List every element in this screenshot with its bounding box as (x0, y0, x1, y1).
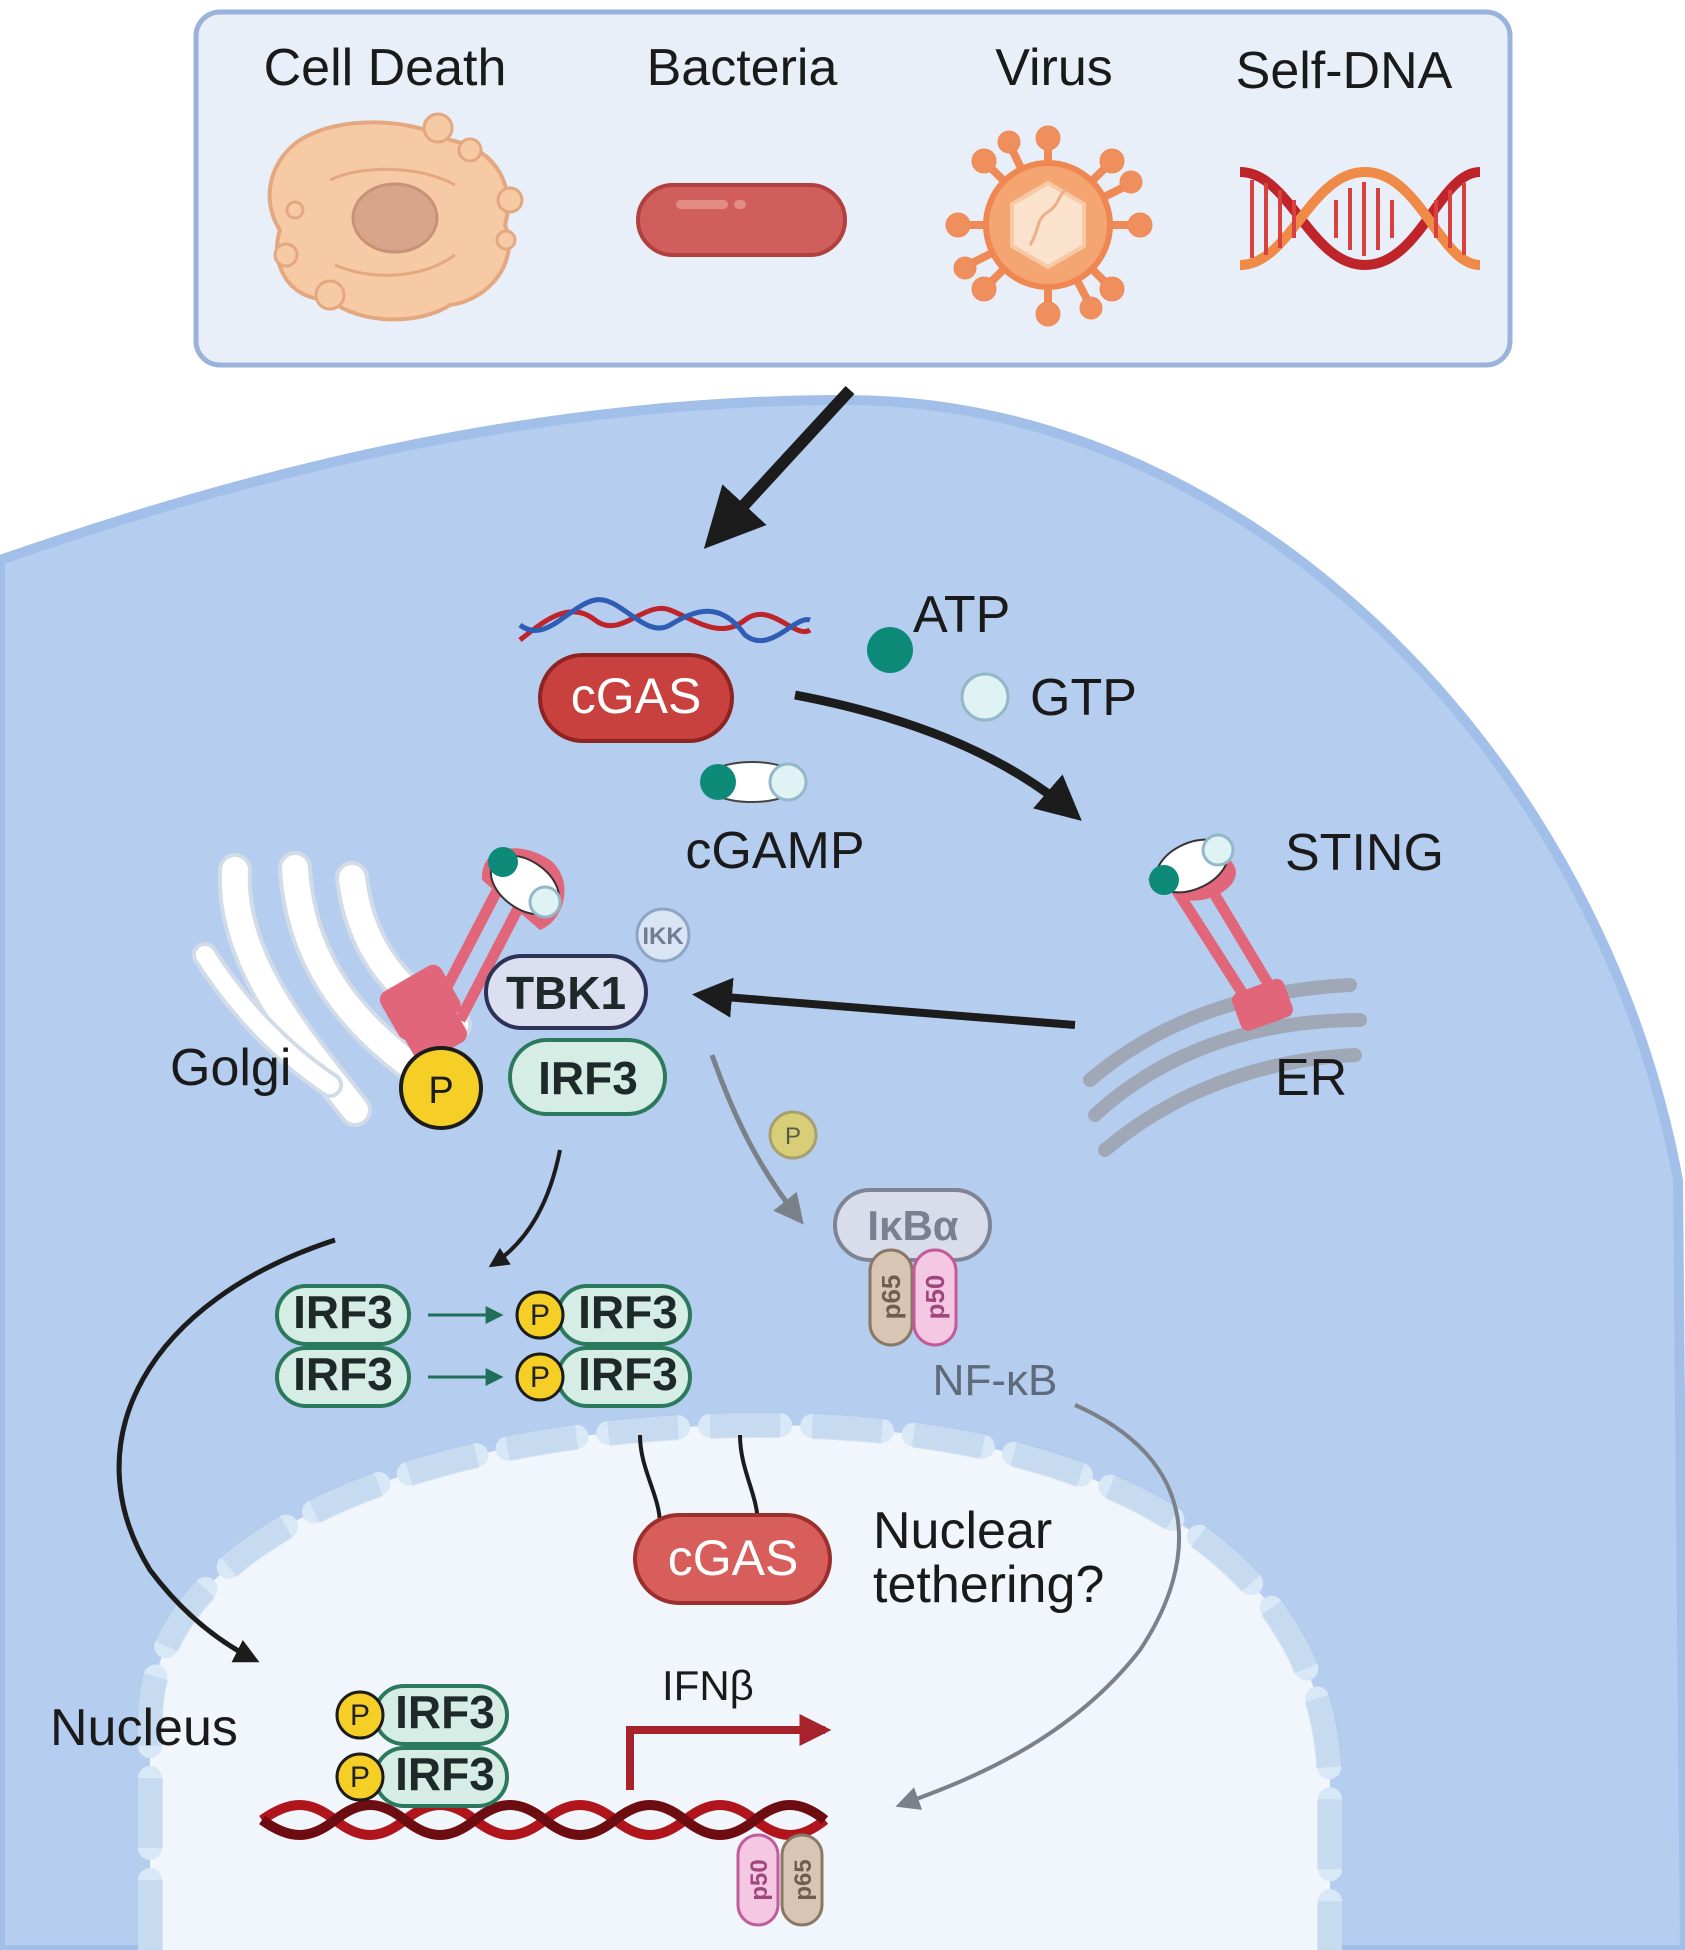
self-dna-label: Self-DNA (1236, 42, 1453, 100)
irf3-cytoplasm-label: IRF3 (538, 1052, 638, 1104)
sting-receptor-golgi (379, 847, 565, 1063)
golgi-label: Golgi (170, 1039, 291, 1097)
virus-label: Virus (995, 39, 1113, 97)
nuclear-tethering-label-2: tethering? (873, 1556, 1104, 1614)
nfkb-to-dna-arrow (895, 1403, 1182, 1810)
irf3-monomer-1-label: IRF3 (293, 1286, 393, 1338)
dimer-to-nucleus-arrow (116, 1237, 336, 1663)
ifnb-transcription-arrow (626, 1714, 832, 1790)
sting-to-tbk1-arrow (692, 977, 1076, 1029)
p-irf3-1-phosphate (515, 1290, 565, 1340)
nuclear-irf3-1-phosphate-label: P (350, 1699, 370, 1732)
cgas-label: cGAS (571, 668, 702, 724)
nucleus (137, 1411, 1343, 1950)
atp-molecule (867, 627, 913, 673)
bacteria-label: Bacteria (647, 39, 838, 97)
genomic-dna (259, 1800, 829, 1840)
tbk1-kinase (484, 954, 648, 1030)
nfkb-p50-label: p50 (920, 1275, 950, 1320)
trigger-to-cgas-arrow (703, 385, 855, 549)
cgas-nuclear-label: cGAS (668, 1530, 799, 1586)
bacterium-icon (636, 183, 847, 257)
nuclear-irf3-2-phosphate-label: P (350, 1761, 370, 1794)
p-irf3-1-phosphate-label: P (530, 1299, 550, 1332)
cgamp-molecule (700, 761, 808, 803)
irf3-monomer-2 (275, 1346, 411, 1408)
ikk-label: IKK (642, 923, 684, 950)
nuclear-tethering-label-1: Nuclear (873, 1502, 1052, 1560)
er-label: ER (1275, 1049, 1347, 1107)
nfkb-complex (868, 1248, 958, 1347)
phosphate-ikba-label: P (785, 1123, 801, 1150)
sting-receptor-er (1148, 833, 1293, 1031)
tbk1-label: TBK1 (506, 967, 626, 1019)
cgas-enzyme (538, 653, 734, 743)
p-irf3-2-label: IRF3 (578, 1348, 678, 1400)
nuclear-p65-label: p65 (790, 1859, 817, 1900)
virus-icon (945, 125, 1153, 327)
nuclear-nfkb (736, 1833, 824, 1927)
cgamp-label: cGAMP (685, 822, 864, 880)
tbk1-to-ikba-arrow (709, 1054, 804, 1225)
p-irf3-2-phosphate-label: P (530, 1361, 550, 1394)
sting-label: STING (1285, 824, 1444, 882)
self-dna-icon (1239, 166, 1481, 271)
nuclear-irf3-2-phosphate (335, 1752, 385, 1802)
phosphate-golgi-label: P (428, 1070, 453, 1112)
irf3-monomer-2-label: IRF3 (293, 1348, 393, 1400)
ikk-badge (635, 907, 691, 963)
cgamp-to-sting-arrow (794, 690, 1082, 821)
trigger-panel (193, 9, 1513, 368)
nfkb-label: NF-κB (933, 1356, 1058, 1405)
irf3-cytoplasm (508, 1038, 667, 1116)
cgas-nuclear (633, 1513, 832, 1605)
p-irf3-1-label: IRF3 (578, 1286, 678, 1338)
gtp-molecule (960, 672, 1010, 722)
p-irf3-2-phosphate (515, 1352, 565, 1402)
dying-cell-icon (267, 112, 524, 322)
atp-label: ATP (913, 586, 1010, 644)
nuclear-irf3-1-label: IRF3 (395, 1686, 495, 1738)
irf3-to-dimer-arrow (488, 1149, 562, 1268)
gtp-label: GTP (1030, 669, 1137, 727)
nuclear-irf3-2-label: IRF3 (395, 1748, 495, 1800)
irf3-monomer-1 (275, 1284, 411, 1346)
ikba-inhibitor (833, 1188, 992, 1262)
ifnb-label: IFNβ (662, 1662, 754, 1709)
nuclear-irf3-1-phosphate (335, 1690, 385, 1740)
nuclear-p50-label: p50 (746, 1859, 773, 1900)
ikba-label: IκBα (867, 1202, 958, 1249)
er-membrane (1083, 978, 1367, 1157)
phosphate-golgi (399, 1046, 483, 1130)
nucleus-label: Nucleus (50, 1699, 238, 1757)
nfkb-p65-label: p65 (876, 1275, 906, 1320)
cell-death-label: Cell Death (264, 39, 507, 97)
phosphate-ikba (768, 1110, 818, 1160)
cytosolic-dna-strand (518, 597, 812, 644)
